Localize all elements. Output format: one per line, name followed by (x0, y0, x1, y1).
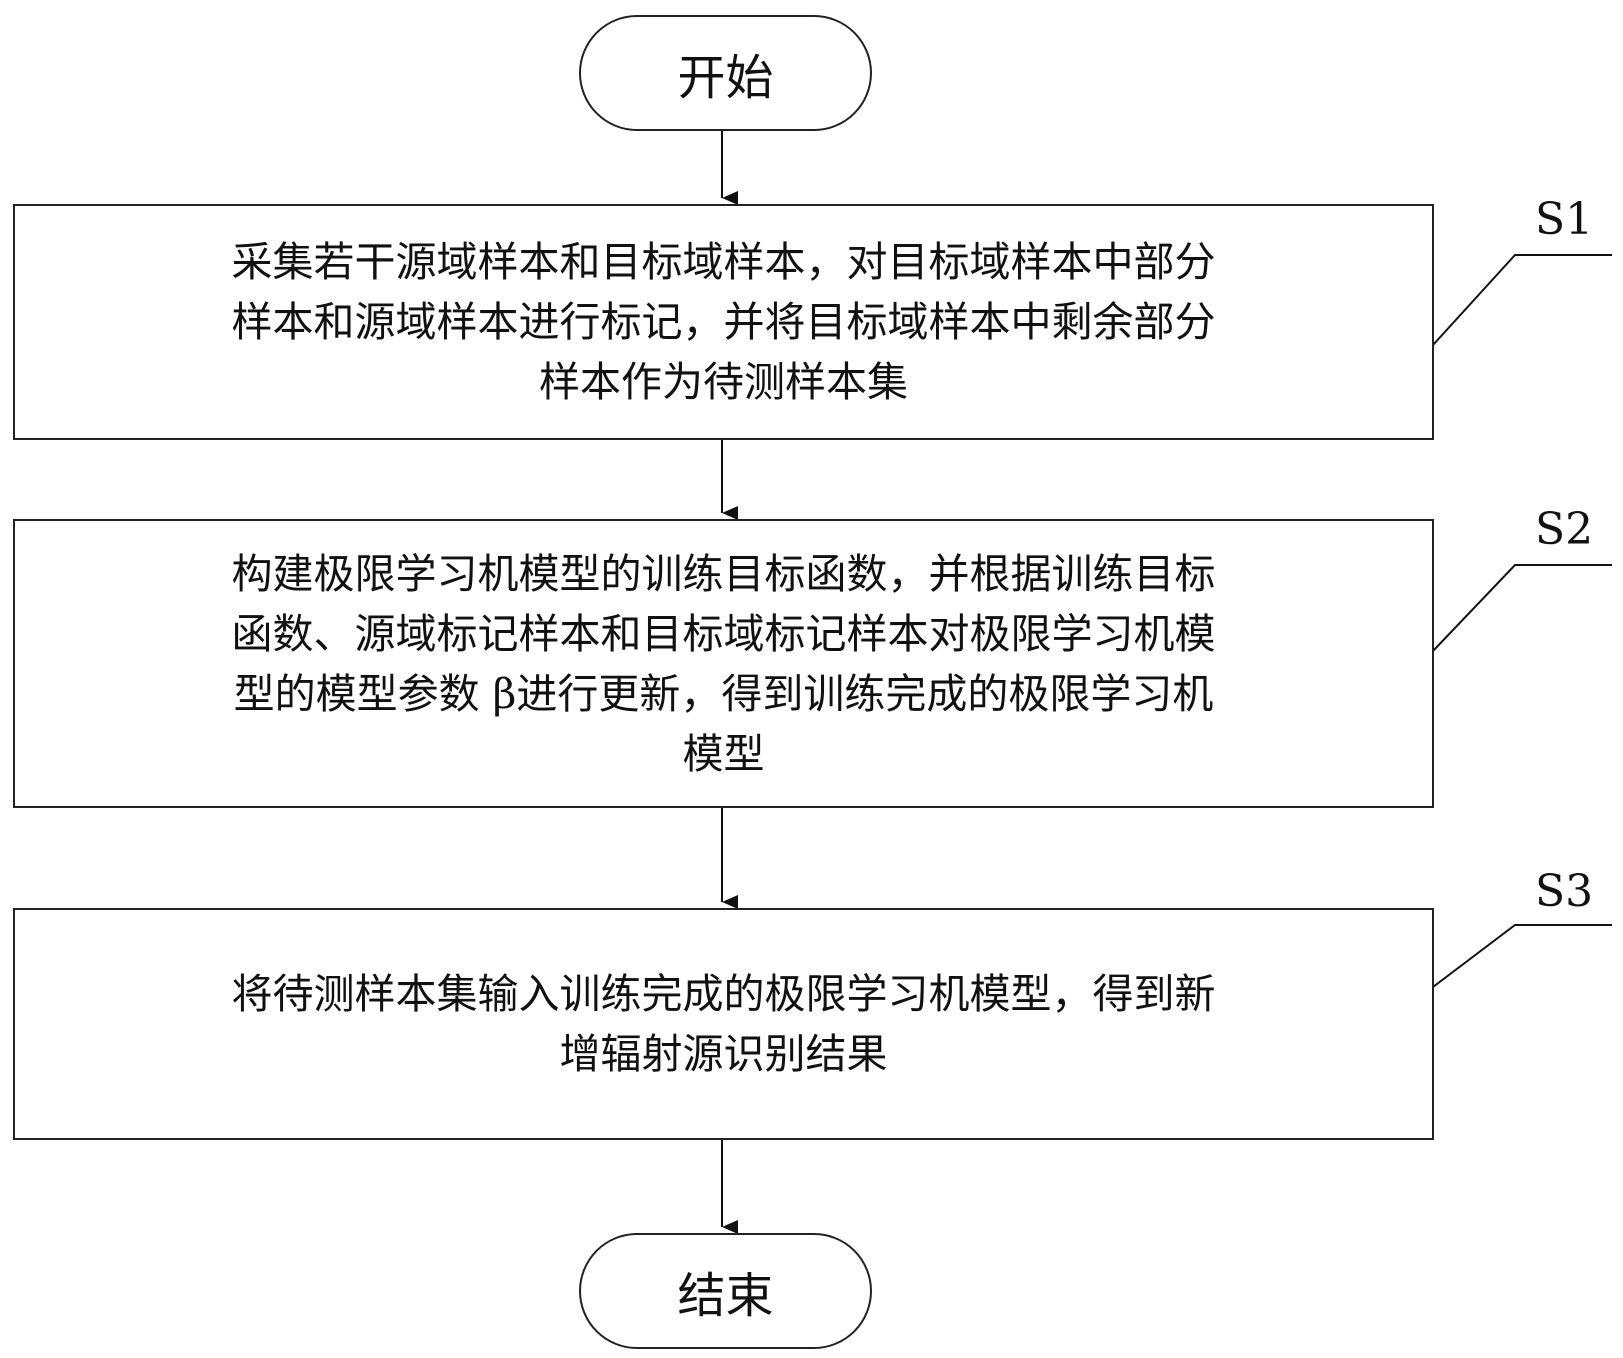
step-s2-line-1: 构建极限学习机模型的训练目标函数，并根据训练目标 (231, 549, 1216, 598)
step-label-s1: S1 (1535, 194, 1594, 245)
step-s3-line-2: 增辐射源识别结果 (559, 1030, 888, 1078)
leader-line-s1 (1432, 254, 1612, 346)
step-s1-line-3: 样本作为待测样本集 (539, 358, 908, 406)
leader-line-s2 (1432, 564, 1612, 652)
step-s1-line-2: 样本和源域样本进行标记，并将目标域样本中剩余部分 (231, 298, 1216, 346)
step-s3-line-1: 将待测样本集输入训练完成的极限学习机模型，得到新 (231, 970, 1216, 1018)
step-s1-line-1: 采集若干源域样本和目标域样本，对目标域样本中部分 (231, 238, 1216, 286)
end-terminal: 结束 (579, 1233, 872, 1349)
step-s2-line-4: 模型 (682, 729, 765, 778)
end-label: 结束 (677, 1268, 774, 1324)
step-box-s3: 将待测样本集输入训练完成的极限学习机模型，得到新 增辐射源识别结果 (13, 908, 1434, 1140)
step-box-s1: 采集若干源域样本和目标域样本，对目标域样本中部分 样本和源域样本进行标记，并将目… (13, 204, 1434, 440)
step-label-s3: S3 (1535, 866, 1594, 917)
step-label-s2: S2 (1535, 504, 1594, 555)
start-terminal: 开始 (579, 15, 872, 131)
leader-line-s3 (1432, 924, 1612, 988)
step-box-s2: 构建极限学习机模型的训练目标函数，并根据训练目标 函数、源域标记样本和目标域标记… (13, 519, 1434, 808)
step-s2-line-2: 函数、源域标记样本和目标域标记样本对极限学习机模 (231, 609, 1216, 658)
start-label: 开始 (677, 50, 774, 106)
step-s2-line-3: 型的模型参数 β进行更新，得到训练完成的极限学习机 (233, 669, 1214, 718)
